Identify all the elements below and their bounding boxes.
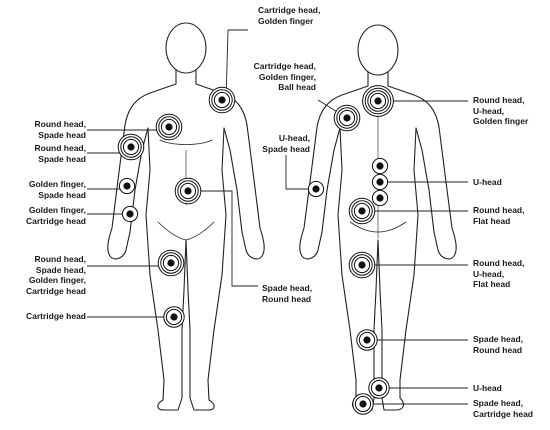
label-line: Round head, bbox=[34, 119, 86, 129]
back-body-outline bbox=[299, 24, 457, 411]
target-point bbox=[208, 86, 236, 114]
label-line: Golden finger, bbox=[28, 179, 86, 189]
target-point bbox=[352, 393, 374, 415]
target-point bbox=[117, 133, 145, 161]
target-point bbox=[155, 113, 183, 141]
label-back-elbow: U-head,Spade head bbox=[236, 133, 310, 154]
label-line: Spade head bbox=[38, 129, 86, 140]
label-line: Ball head bbox=[278, 82, 316, 92]
label-line: U-head, bbox=[473, 105, 505, 116]
label-line: Spade head, bbox=[473, 334, 524, 344]
target-point bbox=[356, 329, 378, 351]
target-point bbox=[118, 177, 136, 195]
label-forearm: Golden finger,Spade head bbox=[0, 179, 86, 200]
label-line: Round head, bbox=[473, 95, 525, 105]
leader-l9 bbox=[190, 190, 258, 287]
label-line: Flat head bbox=[473, 279, 511, 289]
label-ankle: U-head bbox=[473, 383, 502, 394]
label-line: Round head, bbox=[473, 258, 525, 268]
target-point bbox=[157, 249, 185, 277]
target-point bbox=[371, 157, 389, 175]
label-upper-arm: Round head,Spade head bbox=[0, 143, 86, 164]
label-line: Round head, bbox=[34, 254, 86, 264]
label-line: Spade head bbox=[38, 189, 86, 200]
label-line: Cartridge head bbox=[26, 311, 86, 321]
label-neck: Round head,U-head,Golden finger bbox=[473, 95, 528, 127]
label-line: U-head, bbox=[278, 133, 310, 143]
label-wrist: Golden finger,Cartridge head bbox=[0, 205, 86, 226]
label-line: Golden finger bbox=[473, 116, 529, 126]
label-line: Golden finger bbox=[258, 15, 314, 26]
target-point bbox=[368, 377, 390, 399]
label-shin: Cartridge head bbox=[0, 311, 86, 322]
label-line: Spade head, bbox=[262, 283, 313, 293]
target-point bbox=[163, 306, 185, 328]
label-line: Round head, bbox=[34, 143, 86, 153]
label-upper-back: Cartridge head,Golden finger,Ball head bbox=[236, 61, 316, 93]
target-point bbox=[371, 189, 389, 207]
label-hamstring: Round head,U-head,Flat head bbox=[473, 258, 524, 290]
label-line: Golden finger, bbox=[28, 205, 86, 215]
label-lower-back: Round head,Flat head bbox=[473, 205, 524, 226]
label-line: Golden finger, bbox=[28, 275, 86, 285]
target-point bbox=[371, 173, 389, 191]
label-line: Cartridge head bbox=[473, 408, 533, 419]
target-point bbox=[121, 205, 139, 223]
label-line: Round head bbox=[473, 344, 523, 355]
target-points bbox=[117, 85, 394, 415]
label-line: Cartridge head bbox=[26, 285, 86, 296]
label-line: Flat head bbox=[473, 215, 511, 226]
label-line: Round head bbox=[262, 293, 312, 304]
leader-r1 bbox=[285, 155, 316, 190]
target-point bbox=[362, 85, 394, 117]
label-calf: Spade head,Round head bbox=[473, 334, 523, 355]
target-point bbox=[174, 177, 202, 205]
label-spine: U-head bbox=[473, 177, 502, 188]
label-line: U-head bbox=[473, 177, 502, 187]
label-line: Golden finger, bbox=[258, 71, 316, 82]
label-line: Spade head bbox=[262, 143, 310, 154]
target-point bbox=[348, 251, 376, 279]
label-abdomen: Spade head,Round head bbox=[262, 283, 312, 304]
label-line: Spade head, bbox=[473, 398, 524, 408]
target-point bbox=[348, 197, 376, 225]
target-point bbox=[307, 180, 325, 198]
label-line: Spade head, bbox=[35, 264, 86, 275]
front-body-outline bbox=[107, 22, 265, 411]
label-line: Cartridge head, bbox=[253, 61, 316, 71]
label-line: U-head, bbox=[473, 268, 505, 279]
label-thigh: Round head,Spade head,Golden finger,Cart… bbox=[0, 254, 86, 296]
target-point bbox=[333, 104, 361, 132]
label-shoulder-front: Cartridge head,Golden finger bbox=[258, 5, 320, 26]
label-line: Round head, bbox=[473, 205, 525, 215]
label-line: Spade head bbox=[38, 153, 86, 164]
label-chest: Round head,Spade head bbox=[0, 119, 86, 140]
label-line: U-head bbox=[473, 383, 502, 393]
label-heel: Spade head,Cartridge head bbox=[473, 398, 533, 419]
label-line: Cartridge head, bbox=[258, 5, 321, 15]
label-line: Cartridge head bbox=[26, 215, 86, 226]
